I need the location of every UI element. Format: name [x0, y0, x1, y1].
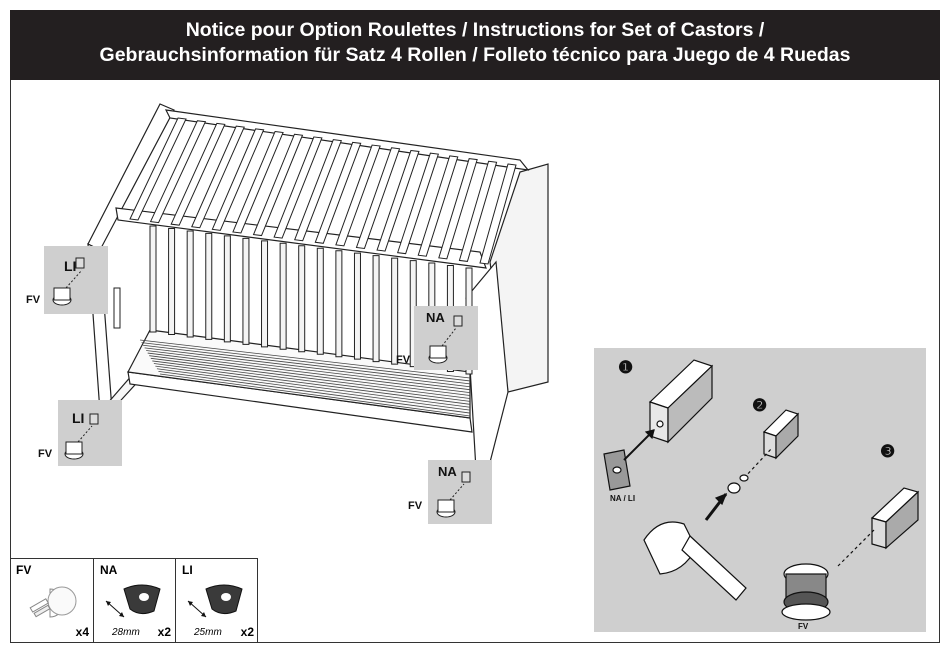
part-fv: FV x4 — [10, 559, 94, 643]
crib-spindle — [396, 152, 440, 255]
plate-icon — [187, 584, 243, 618]
assembly-steps-panel — [594, 348, 926, 632]
callout-part: FV — [396, 354, 411, 366]
callout-code: NA — [426, 310, 445, 325]
plate-icon — [105, 584, 161, 618]
crib-spindle — [417, 155, 459, 257]
base-slat — [143, 344, 471, 385]
crib-spindle — [129, 117, 187, 221]
crib-front-spindle — [279, 242, 287, 350]
crib-front-spindle — [298, 245, 306, 353]
plate-label: NA / LI — [610, 494, 636, 503]
crib-spindle — [335, 144, 381, 247]
base-slat — [159, 373, 471, 417]
crib-front-spindle — [223, 235, 231, 343]
base-slat — [146, 350, 471, 391]
crib-front-spindle — [353, 252, 361, 360]
part-li: LI 25mm x2 — [176, 559, 258, 643]
part-code: LI — [182, 563, 193, 577]
crib-spindle — [232, 130, 284, 234]
part-code: FV — [16, 563, 32, 577]
callout-part: FV — [26, 294, 41, 306]
base-slat — [158, 370, 471, 414]
crib-spindle — [438, 158, 478, 260]
base-slat — [149, 355, 471, 396]
base-slat — [144, 347, 471, 388]
base-slat — [141, 342, 471, 382]
step-3-marker: ❸ — [880, 442, 896, 461]
castor-label: FV — [798, 622, 809, 631]
part-qty: x4 — [75, 625, 89, 639]
base-slat — [155, 365, 471, 408]
crib-spindle — [314, 141, 362, 244]
base-slat — [153, 363, 471, 405]
callout-code: NA — [438, 464, 457, 479]
crib-front-spindle — [168, 227, 176, 335]
castor-icon — [29, 586, 77, 618]
crib-spindle — [273, 136, 323, 239]
base-slat — [147, 352, 471, 394]
part-qty: x2 — [240, 625, 254, 639]
title-banner: Notice pour Option Roulettes / Instructi… — [10, 10, 940, 80]
callout-part: FV — [38, 448, 53, 460]
parts-list: FV x4 NA 28mm x2 LI — [10, 558, 258, 643]
crib-spindle — [479, 163, 517, 265]
callout-part: FV — [408, 500, 423, 512]
crib-spindle — [376, 149, 420, 252]
callout-code: LI — [64, 258, 77, 274]
crib-front-spindle — [372, 255, 380, 363]
crib-front-spindle — [335, 250, 343, 358]
base-slat — [156, 368, 471, 411]
title-line-2: Gebrauchsinformation für Satz 4 Rollen /… — [99, 44, 851, 66]
part-dimension: 28mm — [112, 627, 140, 638]
crib-spindle — [191, 125, 245, 229]
crib-front-spindle — [391, 257, 399, 365]
step-1-marker: ❶ — [618, 358, 634, 377]
crib-front-spindle — [186, 230, 194, 338]
crib-front-spindle — [316, 247, 324, 355]
crib-spindle — [294, 139, 342, 242]
crib-spindle — [149, 120, 207, 224]
step-2-marker: ❷ — [752, 396, 768, 415]
crib-spindle — [355, 147, 401, 250]
crib-front-spindle — [261, 240, 269, 348]
callout-code: LI — [72, 410, 85, 426]
part-dimension: 25mm — [194, 627, 222, 638]
part-qty: x2 — [157, 625, 171, 639]
base-slat — [152, 360, 471, 402]
crib-front-spindle — [242, 237, 250, 345]
crib-front-spindle — [205, 232, 213, 340]
base-slat — [150, 357, 471, 399]
crib-spindle — [211, 128, 265, 231]
crib-front-spindle — [149, 225, 157, 333]
crib-spindle — [252, 133, 304, 237]
part-na: NA 28mm x2 — [94, 559, 176, 643]
crib-spindle — [458, 160, 498, 262]
title-line-1: Notice pour Option Roulettes / Instructi… — [185, 19, 765, 41]
base-slat — [139, 339, 471, 379]
part-code: NA — [100, 563, 118, 577]
crib-spindle — [170, 122, 226, 226]
